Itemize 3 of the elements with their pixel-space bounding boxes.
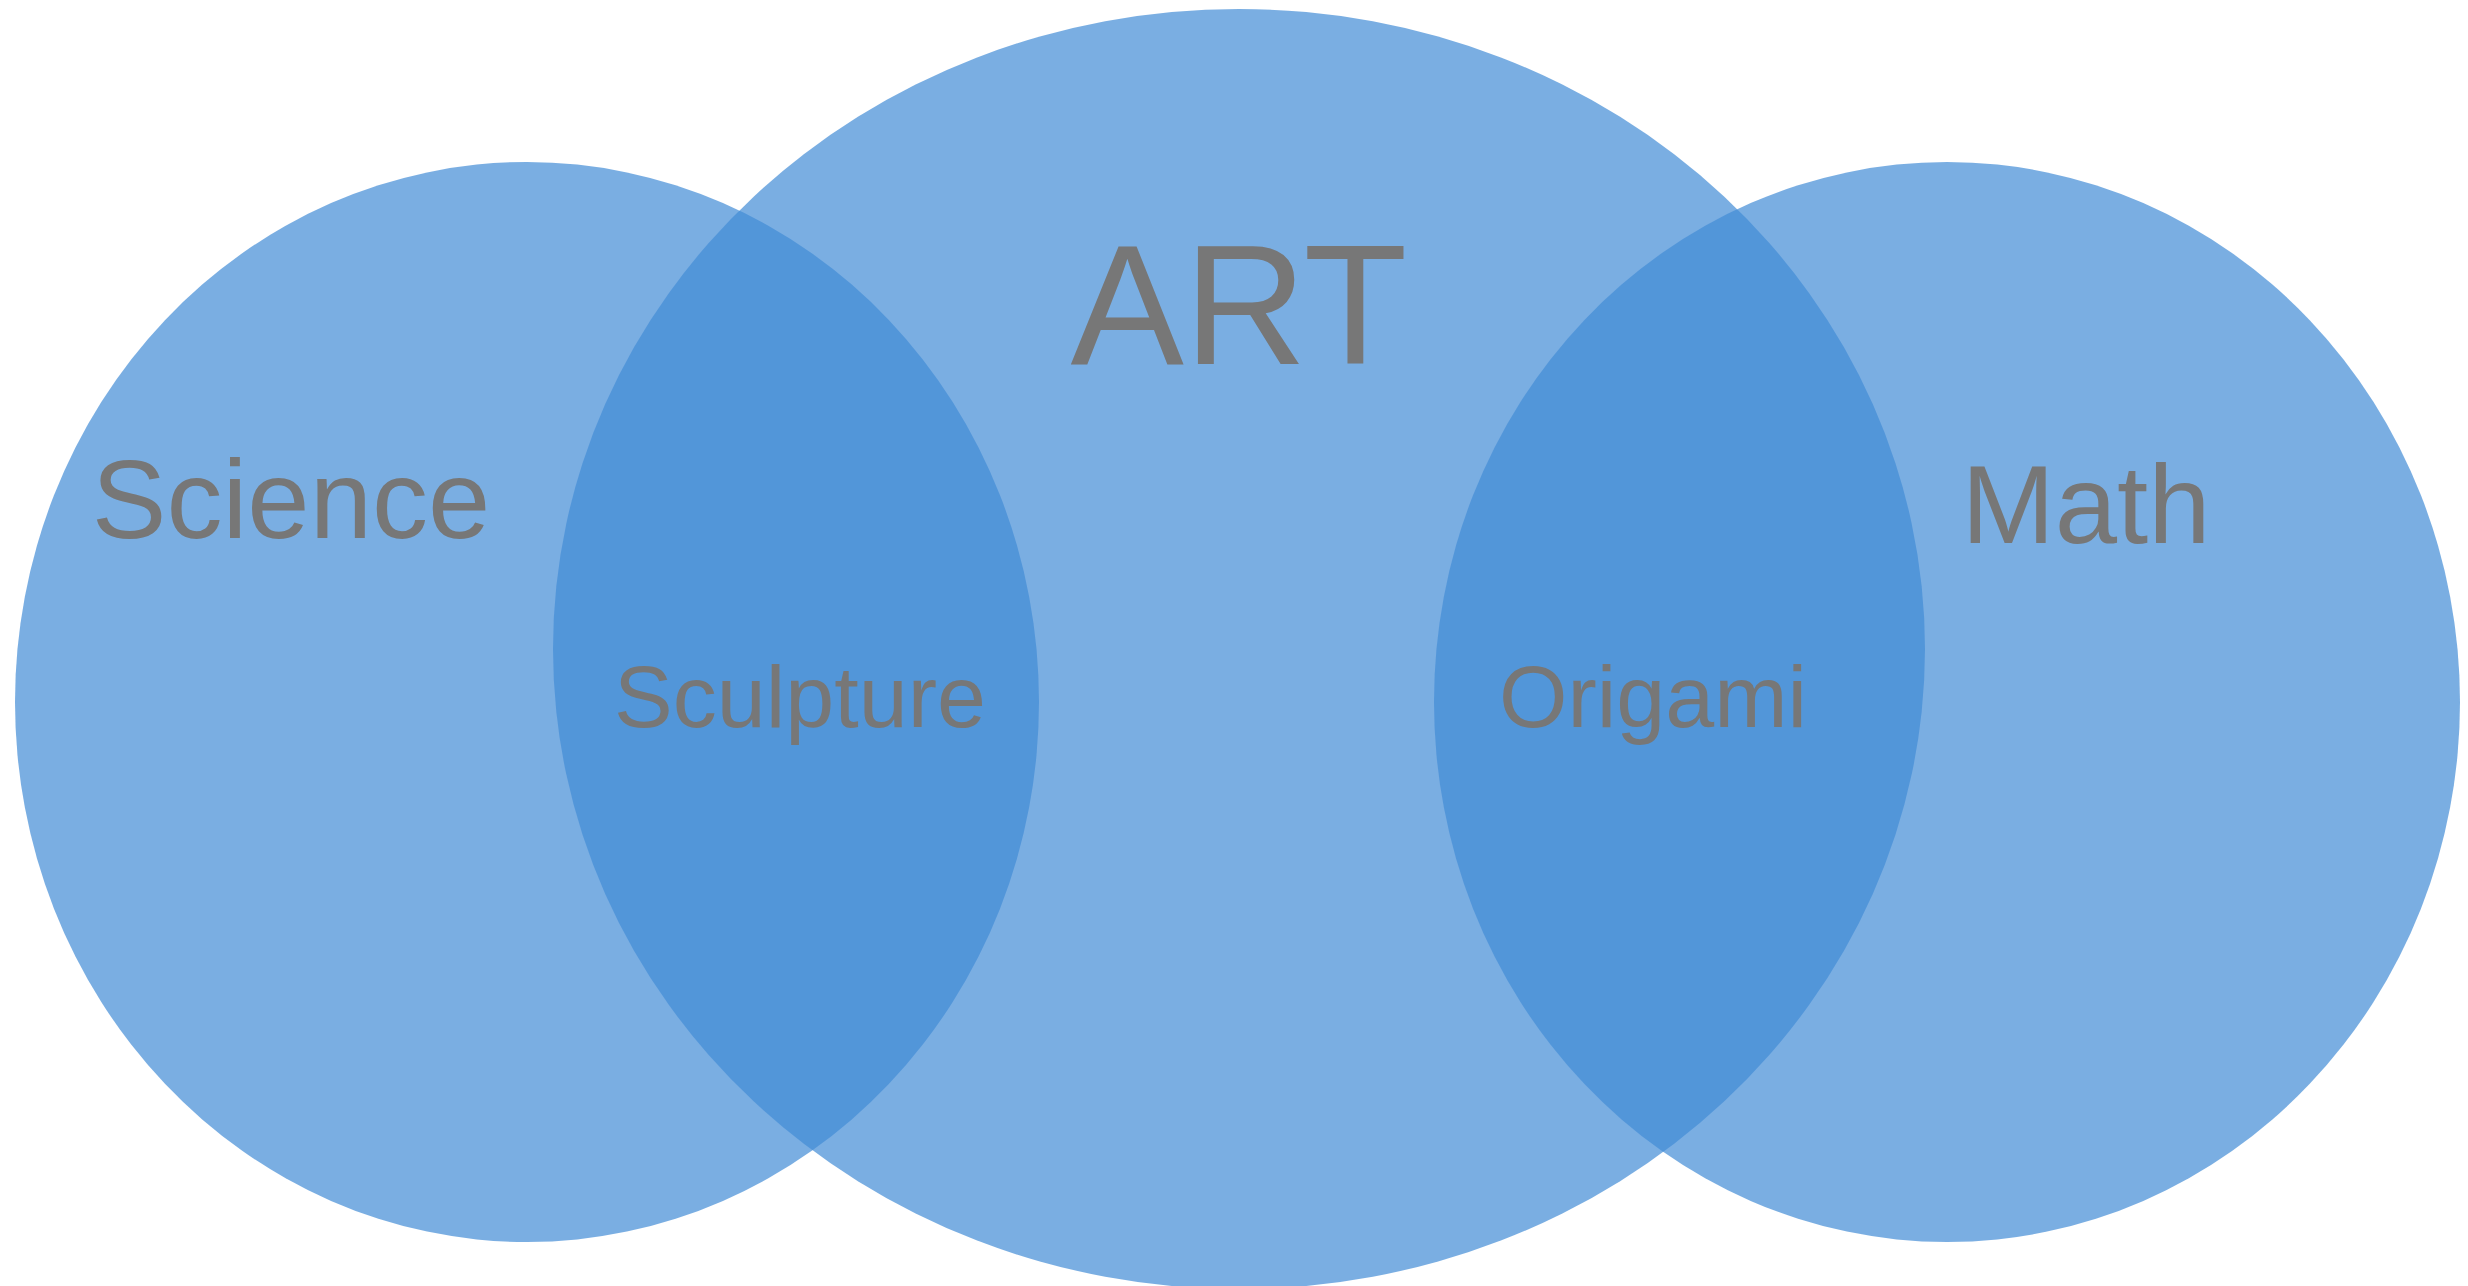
set-label: ART [1070, 220, 1408, 390]
set-label: Math [1961, 449, 2211, 561]
set-label: Science [91, 444, 491, 556]
